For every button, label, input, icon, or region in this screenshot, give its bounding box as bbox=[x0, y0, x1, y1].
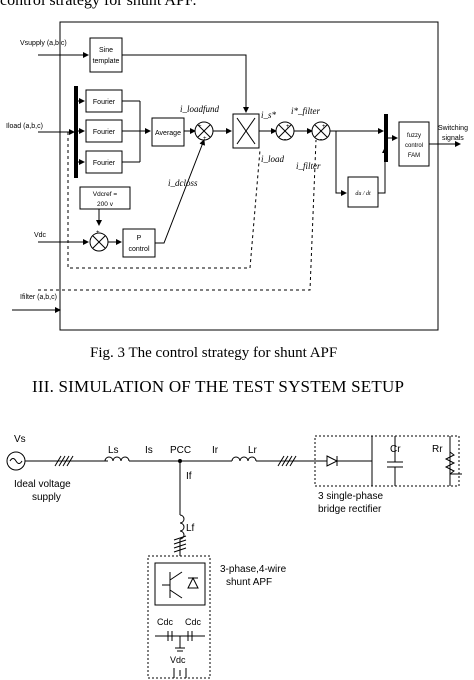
svg-text:+: + bbox=[322, 124, 326, 130]
svg-text:+: + bbox=[198, 124, 202, 130]
block-sine-template bbox=[89, 37, 123, 73]
label-iloadfund: i_loadfund bbox=[180, 104, 220, 114]
resistor-rr bbox=[444, 451, 456, 475]
ideal-supply-1: Ideal voltage bbox=[14, 479, 71, 490]
label-idcloss: i_dcloss bbox=[168, 178, 198, 188]
apf-diode bbox=[187, 576, 199, 589]
inductor-lf bbox=[179, 514, 185, 540]
svg-text:-: - bbox=[84, 241, 86, 247]
input-ifilter: Ifilter (a,b,c) bbox=[20, 294, 57, 301]
test-system-circuit: Vs Ideal voltage supply Ls Is PCC Ir Lr … bbox=[6, 434, 462, 679]
svg-text:-: - bbox=[320, 137, 322, 143]
label-ifilter-star: i*_filter bbox=[291, 106, 320, 116]
input-vdc: Vdc bbox=[34, 232, 47, 239]
section-heading: III. SIMULATION OF THE TEST SYSTEM SETUP bbox=[32, 377, 405, 396]
svg-text:du / dt: du / dt bbox=[355, 191, 371, 197]
dashed-ifilter-feedback bbox=[38, 139, 317, 291]
svg-text:+: + bbox=[203, 136, 207, 142]
svg-text:200 v: 200 v bbox=[97, 201, 114, 208]
is-label: Is bbox=[145, 445, 153, 456]
inductor-ls bbox=[104, 456, 130, 462]
svg-text:+: + bbox=[96, 230, 100, 236]
svg-text:control: control bbox=[405, 143, 423, 149]
ideal-supply-2: supply bbox=[32, 492, 61, 503]
svg-text:Fourier: Fourier bbox=[93, 99, 116, 106]
vdc-label: Vdc bbox=[170, 655, 186, 665]
control-strategy-diagram: Vsupply (a,b,c) Iload (a,b,c) Vdc Ifilte… bbox=[6, 21, 468, 331]
output-switching-2: signals bbox=[442, 135, 464, 142]
svg-text:control: control bbox=[128, 246, 149, 253]
apf-label-2: shunt APF bbox=[226, 577, 272, 588]
label-is-star: i_s* bbox=[261, 110, 277, 120]
cdc2-label: Cdc bbox=[185, 617, 202, 627]
label-ifilter: i_filter bbox=[296, 161, 321, 171]
three-phase-ticks-1 bbox=[54, 455, 74, 467]
block-vdcref bbox=[79, 186, 131, 210]
svg-text:Average: Average bbox=[155, 130, 181, 137]
svg-text:fuzzy: fuzzy bbox=[407, 133, 421, 139]
svg-text:+: + bbox=[286, 124, 290, 130]
sine-label-2: template bbox=[93, 58, 120, 65]
vs-label: Vs bbox=[14, 434, 26, 445]
svg-text:Fourier: Fourier bbox=[93, 129, 116, 136]
input-vsupply: Vsupply (a,b,c) bbox=[20, 40, 67, 47]
svg-text:-: - bbox=[284, 137, 286, 143]
lf-label: Lf bbox=[186, 523, 195, 534]
dashed-iload-feedback bbox=[67, 132, 261, 269]
rr-label: Rr bbox=[432, 444, 443, 455]
label-iload: i_load bbox=[261, 154, 285, 164]
cdc1-label: Cdc bbox=[157, 617, 174, 627]
cr-label: Cr bbox=[390, 444, 401, 455]
block-dudt bbox=[347, 176, 379, 208]
rectifier-box bbox=[314, 435, 460, 487]
if-label: If bbox=[186, 471, 192, 482]
block-average bbox=[151, 117, 185, 147]
iload-bus bbox=[74, 86, 78, 178]
mux-bar bbox=[384, 114, 388, 162]
igbt-box bbox=[154, 562, 206, 606]
figure1-caption: Fig. 3 The control strategy for shunt AP… bbox=[90, 345, 338, 361]
svg-text:FAM: FAM bbox=[408, 153, 420, 159]
block-p-control bbox=[122, 228, 156, 258]
svg-text:P: P bbox=[137, 235, 142, 242]
rectifier-label-2: bridge rectifier bbox=[318, 504, 382, 515]
output-switching-1: Switching bbox=[438, 125, 468, 132]
svg-text:Fourier: Fourier bbox=[93, 160, 116, 167]
rectifier-label-1: 3 single-phase bbox=[318, 491, 383, 502]
diode-symbol bbox=[326, 455, 339, 467]
lr-label: Lr bbox=[248, 445, 258, 456]
ls-label: Ls bbox=[108, 445, 119, 456]
pcc-label: PCC bbox=[170, 445, 191, 456]
apf-label-1: 3-phase,4-wire bbox=[220, 564, 287, 575]
svg-text:Vdcref =: Vdcref = bbox=[93, 191, 118, 198]
input-iload: Iload (a,b,c) bbox=[6, 123, 43, 130]
ir-label: Ir bbox=[212, 445, 219, 456]
three-phase-ticks-3 bbox=[173, 535, 187, 553]
sine-label-1: Sine bbox=[99, 47, 113, 54]
header-fragment: control strategy for shunt APF. bbox=[0, 0, 197, 9]
inductor-lr bbox=[231, 456, 257, 462]
block-fuzzy bbox=[398, 121, 430, 167]
outer-frame bbox=[59, 21, 439, 331]
three-phase-ticks-2 bbox=[277, 455, 297, 467]
